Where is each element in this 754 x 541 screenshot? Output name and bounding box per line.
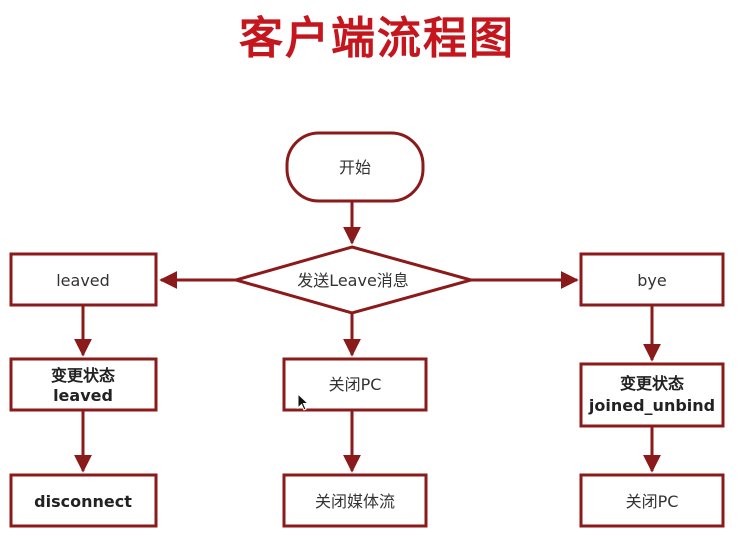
disconnect-node [9, 473, 158, 528]
leaved-label: leaved [56, 271, 110, 290]
leaved-node [9, 252, 158, 307]
bye-label: bye [637, 271, 666, 290]
close-pc-right-label: 关闭PC [626, 492, 679, 511]
decision-label: 发送Leave消息 [297, 271, 409, 290]
close-pc-mid-node [282, 357, 428, 412]
change-left-label-line2: leaved [53, 386, 113, 405]
close-pc-mid-label: 关闭PC [329, 375, 382, 394]
disconnect-label: disconnect [34, 492, 132, 511]
close-media-label: 关闭媒体流 [315, 492, 395, 511]
mouse-pointer-icon [297, 393, 309, 411]
bye-node [579, 252, 725, 307]
change-right-label-line1: 变更状态 [620, 374, 684, 393]
close-pc-right-node [579, 473, 725, 528]
change-right-label-line2: joined_unbind [588, 396, 715, 415]
diagram-title: 客户端流程图 [239, 13, 515, 64]
change-state-right-node [579, 362, 725, 428]
close-media-node [282, 473, 428, 528]
change-left-label-line1: 变更状态 [51, 366, 115, 385]
start-node [285, 131, 425, 203]
start-label: 开始 [339, 158, 371, 177]
